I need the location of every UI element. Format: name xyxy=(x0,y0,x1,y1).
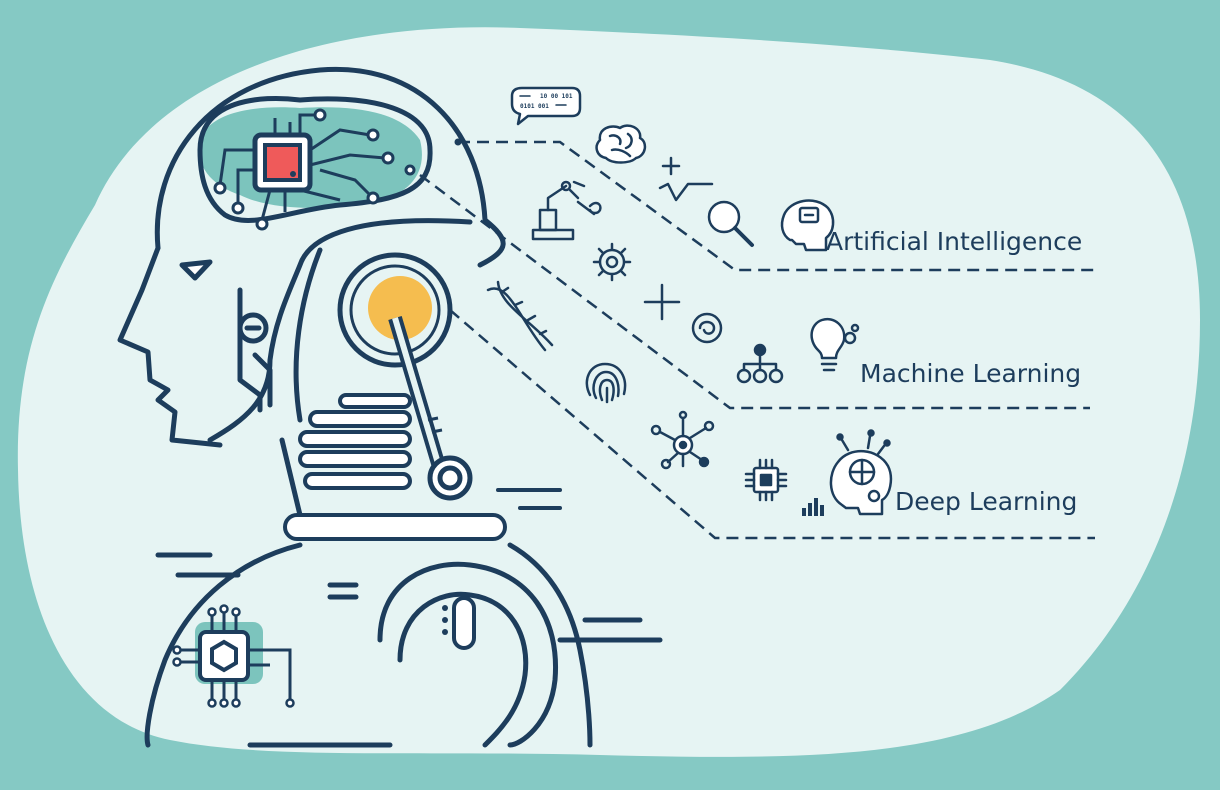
plus-icon xyxy=(661,156,681,176)
body-port xyxy=(442,596,476,650)
ai-head-icon xyxy=(780,199,835,252)
wrench-icon xyxy=(576,200,602,216)
network-icon xyxy=(650,410,715,470)
dl-connector xyxy=(449,309,1095,540)
brain-circuit xyxy=(197,96,433,231)
robot-arm-icon xyxy=(531,180,586,241)
fingerprint-icon xyxy=(585,362,627,404)
robot-body xyxy=(144,542,663,748)
chest-chip xyxy=(172,604,295,708)
gear-icon xyxy=(592,242,632,282)
robot-figure xyxy=(117,66,506,518)
spiral-icon xyxy=(691,312,723,344)
bar-chart-icon xyxy=(802,498,824,516)
connector-lines xyxy=(419,140,1095,540)
square-root-icon xyxy=(658,182,714,202)
helmet-inner-line xyxy=(207,218,473,443)
brain-icon xyxy=(595,124,647,164)
speech-bubble-icon xyxy=(510,86,582,126)
label-artificial-intelligence: Artificial Intelligence xyxy=(826,227,1082,256)
label-deep-learning: Deep Learning xyxy=(895,487,1077,516)
lightbulb-gear-icon xyxy=(810,317,860,372)
bubble-binary-line-2: 0101 001 xyxy=(520,103,549,110)
deep-head-icon xyxy=(829,429,893,516)
robot-eye xyxy=(179,259,213,281)
robot-face-profile xyxy=(117,245,223,448)
dna-icon xyxy=(486,280,554,352)
robot-head-outline xyxy=(154,66,506,268)
big-plus-icon xyxy=(643,283,681,321)
chest-ribs xyxy=(283,393,507,541)
chip-icon xyxy=(744,458,788,502)
ai-connector xyxy=(458,140,1095,272)
binary-magnifier-icon xyxy=(707,200,754,247)
ml-connector xyxy=(419,174,1090,410)
bubble-binary-line-1: 10 00 101 xyxy=(540,93,573,100)
label-machine-learning: Machine Learning xyxy=(860,359,1081,388)
hierarchy-icon xyxy=(736,343,784,384)
